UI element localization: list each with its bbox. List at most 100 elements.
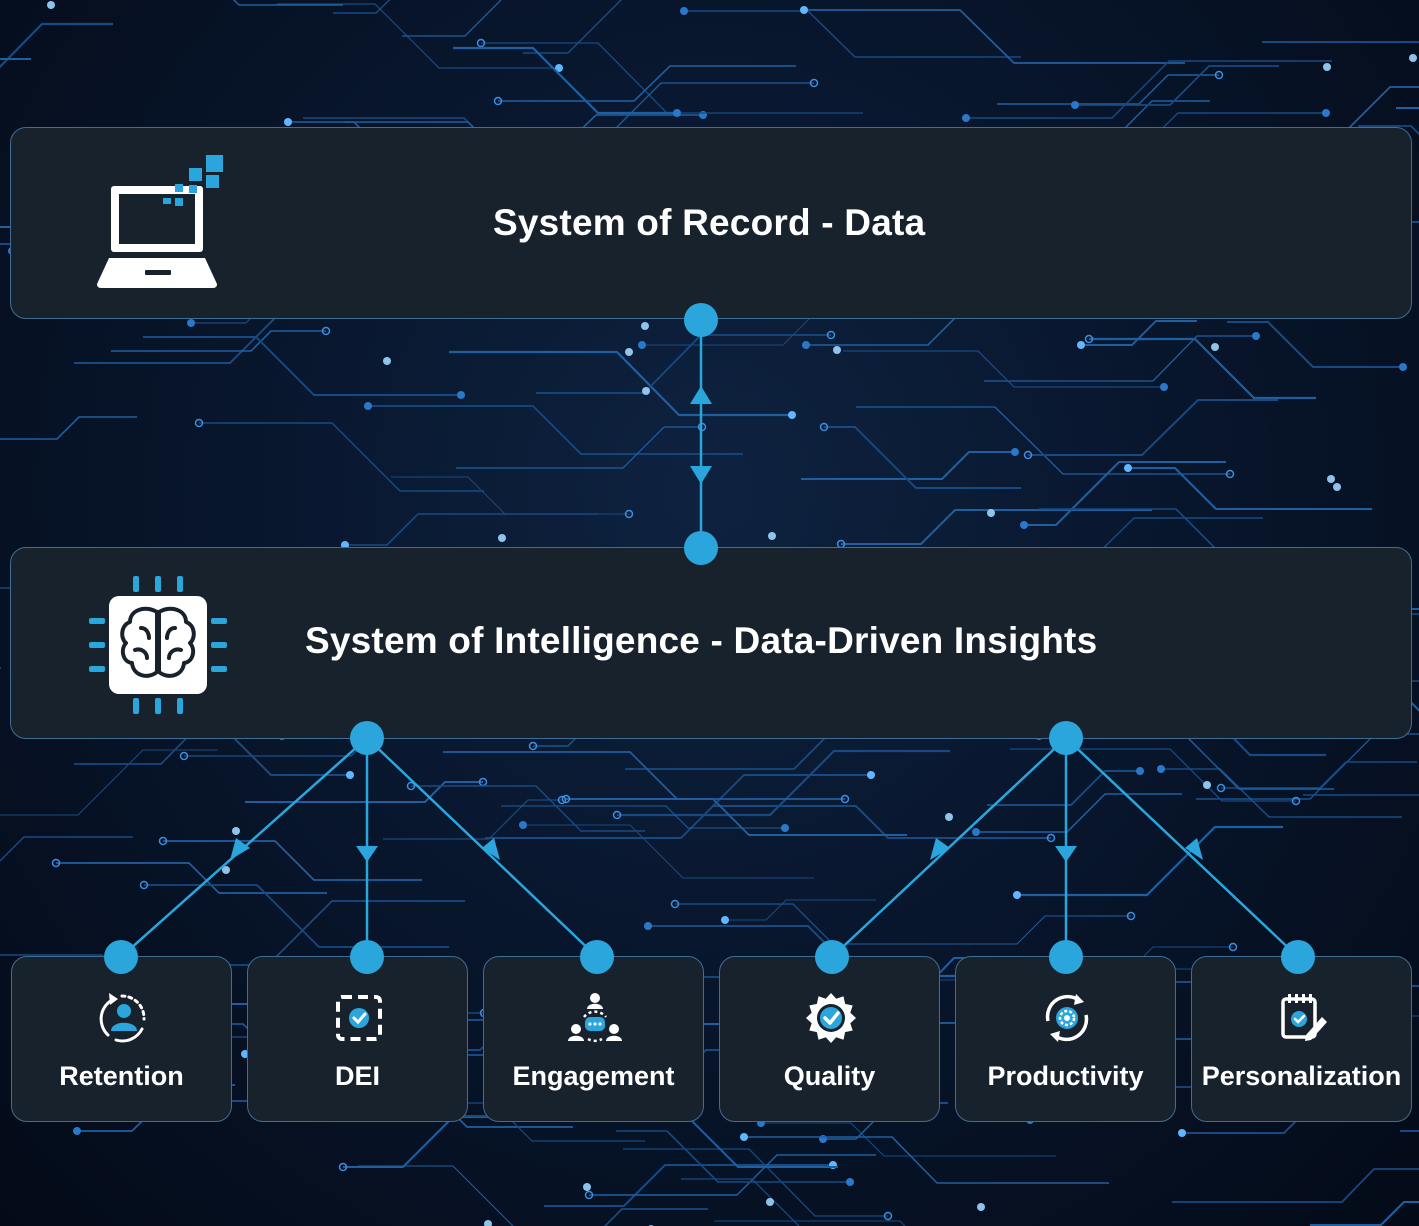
circuit-node xyxy=(321,326,331,336)
circuit-trace xyxy=(0,836,133,862)
outcome-card-engagement: Engagement xyxy=(483,956,704,1122)
circuit-node xyxy=(187,319,195,327)
circuit-trace xyxy=(449,350,792,417)
circuit-trace xyxy=(1075,65,1279,106)
circuit-node xyxy=(962,114,970,122)
circuit-trace xyxy=(713,805,1051,839)
circuit-trace xyxy=(976,793,1182,833)
circuit-trace xyxy=(684,10,1021,58)
circuit-trace xyxy=(744,1136,1109,1184)
circuit-trace xyxy=(801,450,1015,481)
circuit-trace xyxy=(232,0,343,6)
circuit-node xyxy=(680,7,688,15)
circuit-node xyxy=(867,771,875,779)
circuit-glow-dot xyxy=(484,1220,492,1226)
circuit-trace xyxy=(498,65,796,102)
circuit-trace xyxy=(1024,460,1226,527)
circuit-trace xyxy=(1128,466,1372,511)
circuit-glow-dot xyxy=(977,1203,985,1211)
system-of-intelligence-panel: System of Intelligence - Data-Driven Ins… xyxy=(10,547,1412,739)
circuit-trace xyxy=(368,405,743,455)
circuit-node xyxy=(346,771,354,779)
clipboard-check-pen-icon xyxy=(1281,994,1327,1041)
circuit-trace xyxy=(411,785,645,832)
circuit-glow-dot xyxy=(498,534,506,542)
circuit-trace xyxy=(1017,825,1283,897)
circuit-trace xyxy=(402,0,502,37)
circuit-node xyxy=(1084,334,1094,344)
circuit-trace xyxy=(0,416,137,440)
circuit-node xyxy=(846,1178,854,1186)
user-cycle-icon xyxy=(99,993,146,1043)
circuit-trace xyxy=(1396,106,1419,110)
circuit-glow-dot xyxy=(1211,343,1219,351)
circuit-node xyxy=(638,341,646,349)
circuit-trace xyxy=(856,406,1230,475)
circuit-node xyxy=(73,1127,81,1135)
circuit-trace xyxy=(523,824,814,879)
circuit-trace xyxy=(616,1130,850,1183)
circuit-trace xyxy=(1303,794,1419,796)
circuit-trace xyxy=(343,1115,518,1169)
circuit-trace xyxy=(1262,41,1419,43)
outcome-card-retention: Retention xyxy=(11,956,232,1122)
circuit-node xyxy=(584,1190,594,1200)
circuit-trace xyxy=(1310,1200,1419,1226)
circuit-trace xyxy=(714,1220,906,1226)
circuit-node xyxy=(284,118,292,126)
circuit-trace xyxy=(984,335,1256,382)
outcome-card-quality: Quality xyxy=(719,956,940,1122)
circuit-glow-dot xyxy=(583,1183,591,1191)
circuit-trace xyxy=(1028,399,1278,456)
circuit-trace xyxy=(453,46,677,115)
circuit-node xyxy=(1020,521,1028,529)
circuit-node xyxy=(1157,765,1165,773)
circuit-glow-dot xyxy=(833,346,841,354)
circuit-glow-dot xyxy=(641,322,649,330)
circuit-node xyxy=(1013,891,1021,899)
circuit-trace xyxy=(163,840,422,881)
circuit-glow-dot xyxy=(625,348,633,356)
circuit-node xyxy=(364,402,372,410)
circuit-node xyxy=(802,341,810,349)
hands-circle-check-icon xyxy=(336,995,382,1041)
outcome-label-dei: DEI xyxy=(334,1061,380,1091)
circuit-trace xyxy=(841,509,1152,545)
outcome-label-quality: Quality xyxy=(783,1061,876,1091)
circuit-node xyxy=(612,810,622,820)
circuit-node xyxy=(194,418,204,428)
circuit-node xyxy=(1225,469,1235,479)
outcome-label-engagement: Engagement xyxy=(512,1061,675,1091)
circuit-glow-dot xyxy=(1327,475,1335,483)
circuit-trace xyxy=(1089,337,1316,400)
circuit-node xyxy=(740,1133,748,1141)
circuit-glow-dot xyxy=(766,1198,774,1206)
circuit-node xyxy=(51,858,61,868)
circuit-node xyxy=(809,78,819,88)
circuit-node xyxy=(1214,70,1224,80)
circuit-trace xyxy=(1081,320,1197,346)
circuit-trace xyxy=(1227,320,1403,369)
circuit-trace xyxy=(804,9,1185,64)
circuit-trace xyxy=(358,1165,514,1226)
circuit-node xyxy=(519,821,527,829)
gear-cycle-icon xyxy=(1045,994,1089,1042)
circuit-glow-dot xyxy=(768,532,776,540)
circuit-trace xyxy=(566,798,907,836)
circuit-node xyxy=(1124,464,1132,472)
circuit-glow-dot xyxy=(47,1,55,9)
circuit-trace xyxy=(456,426,702,469)
circuit-node xyxy=(800,6,808,14)
circuit-trace xyxy=(199,422,484,492)
system-of-record-panel: System of Record - Data xyxy=(10,127,1412,319)
system-of-record-title: System of Record - Data xyxy=(493,202,926,243)
outcome-card-productivity: Productivity xyxy=(955,956,1176,1122)
circuit-trace xyxy=(1221,761,1417,789)
circuit-node xyxy=(624,509,634,519)
circuit-trace xyxy=(333,0,391,14)
outcome-label-productivity: Productivity xyxy=(987,1061,1144,1091)
circuit-node xyxy=(1322,109,1330,117)
circuit-glow-dot xyxy=(987,509,995,517)
circuit-node xyxy=(673,109,681,117)
circuit-node xyxy=(1160,383,1168,391)
